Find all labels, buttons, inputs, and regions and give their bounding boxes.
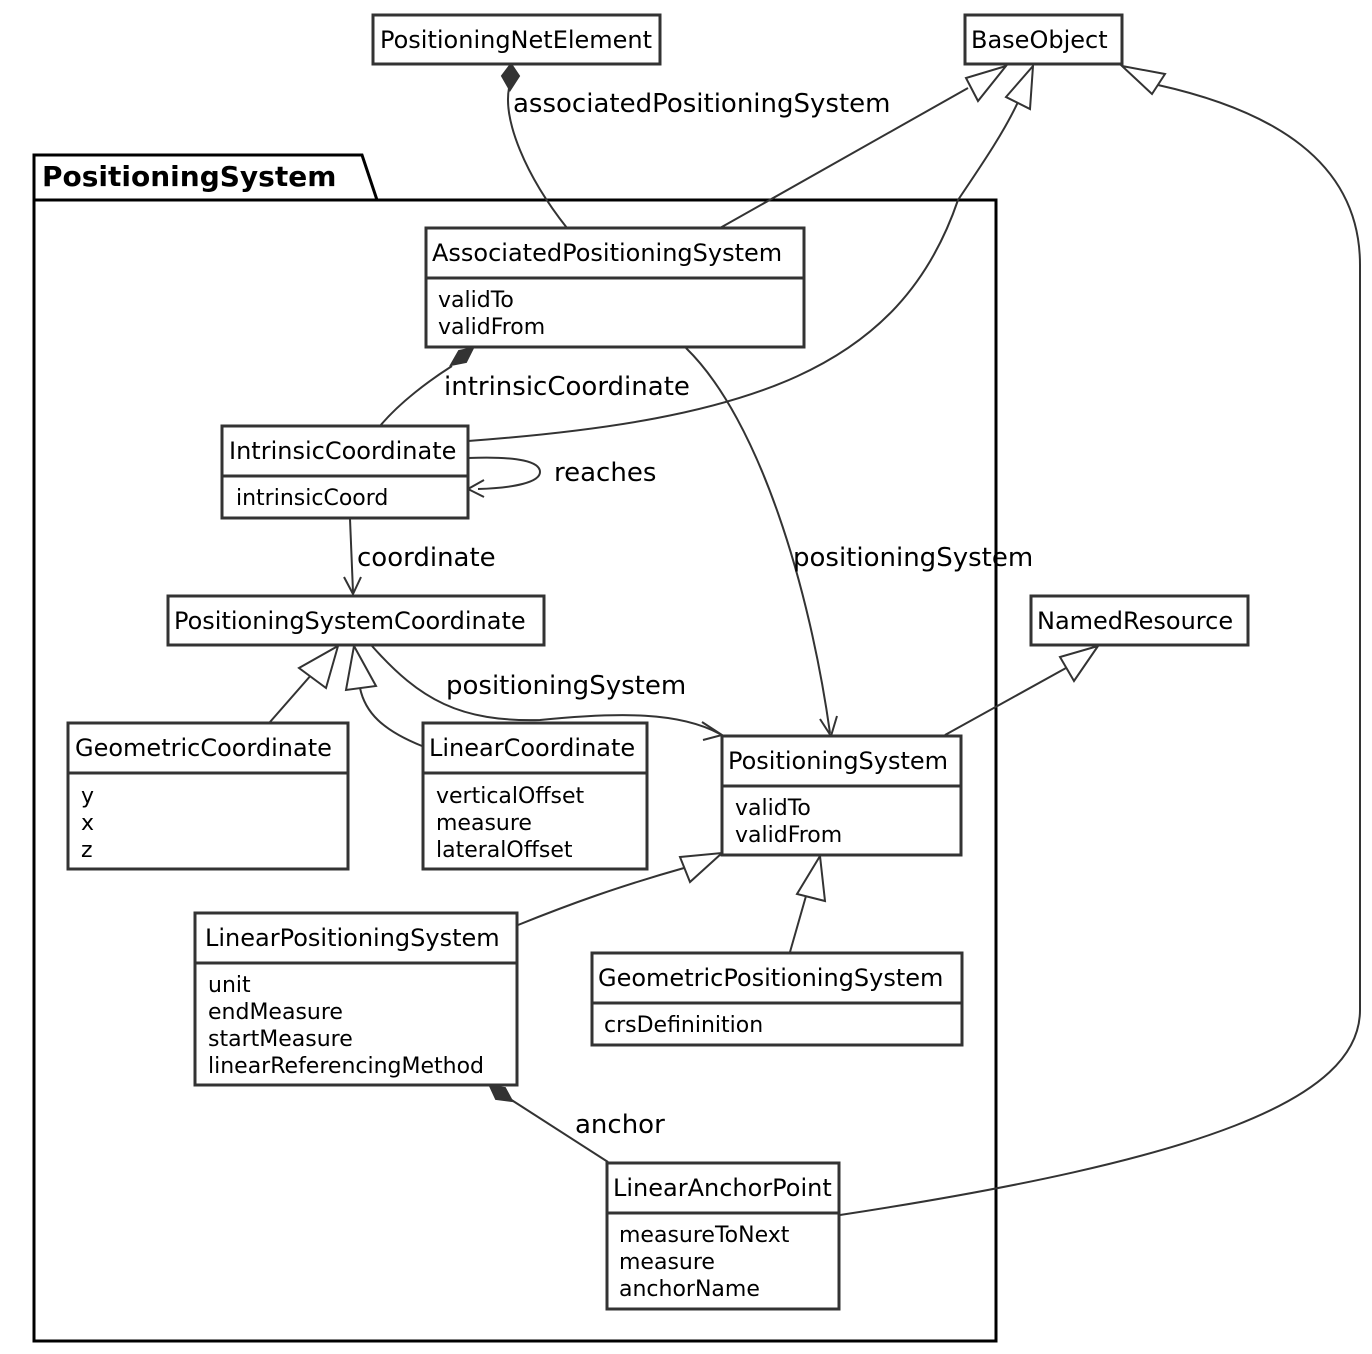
self-association-reaches — [467, 456, 542, 490]
class-named-resource[interactable]: NamedResource — [1029, 594, 1250, 647]
generalization-edge-linear-coordinate — [359, 687, 423, 747]
class-associated-positioning-system[interactable]: AssociatedPositioningSystem validTo vali… — [424, 226, 806, 349]
composition-edge-anchor — [509, 1098, 609, 1163]
composition-diamond — [449, 346, 475, 367]
generalization-arrowhead — [1058, 644, 1101, 683]
composition-diamond — [488, 1084, 514, 1103]
composition-diamond — [500, 62, 521, 92]
arrowhead-open — [343, 576, 362, 597]
generalization-edge-geometric-coordinate — [269, 673, 313, 723]
class-attribute: verticalOffset — [436, 784, 584, 809]
class-attribute: y — [81, 784, 94, 809]
class-name: PositioningSystemCoordinate — [174, 607, 526, 635]
class-name: LinearPositioningSystem — [205, 924, 500, 952]
class-name: PositioningSystem — [728, 747, 948, 775]
generalization-edge-ps-namedresource — [944, 667, 1067, 736]
generalization-edge-aps-baseobject — [719, 87, 969, 229]
class-name: BaseObject — [971, 26, 1108, 54]
class-name: PositioningNetElement — [380, 26, 652, 54]
class-name: AssociatedPositioningSystem — [432, 239, 782, 267]
edges — [269, 62, 1361, 1216]
generalization-edge-intrinsic-baseobject — [467, 101, 1019, 442]
class-positioning-system-coordinate[interactable]: PositioningSystemCoordinate — [166, 594, 546, 647]
class-attribute: measureToNext — [619, 1223, 790, 1248]
class-attribute: crsDefininition — [604, 1013, 763, 1038]
composition-edge-intrinsic-coordinate — [379, 365, 453, 427]
class-intrinsic-coordinate[interactable]: IntrinsicCoordinate intrinsicCoord — [220, 424, 470, 520]
class-linear-coordinate[interactable]: LinearCoordinate verticalOffset measure … — [421, 721, 649, 871]
class-base-object[interactable]: BaseObject — [963, 13, 1124, 66]
class-name: LinearAnchorPoint — [613, 1174, 832, 1202]
class-attribute: validTo — [438, 288, 514, 313]
class-attribute: anchorName — [619, 1277, 760, 1302]
class-linear-anchor-point[interactable]: LinearAnchorPoint measureToNext measure … — [605, 1161, 841, 1311]
edge-label-intrinsic-coordinate: intrinsicCoordinate — [444, 372, 690, 402]
class-attribute: startMeasure — [208, 1027, 353, 1052]
class-linear-positioning-system[interactable]: LinearPositioningSystem unit endMeasure … — [193, 911, 519, 1087]
generalization-arrowhead — [1118, 64, 1167, 96]
class-positioning-net-element[interactable]: PositioningNetElement — [371, 13, 662, 66]
class-name: NamedResource — [1037, 607, 1233, 635]
edge-labels: associatedPositioningSystem intrinsicCoo… — [357, 89, 1033, 1140]
class-attribute: intrinsicCoord — [236, 486, 388, 511]
class-attribute: unit — [208, 973, 251, 998]
edge-label-anchor: anchor — [575, 1110, 665, 1140]
class-geometric-coordinate[interactable]: GeometricCoordinate y x z — [66, 721, 350, 871]
edge-label-coordinate: coordinate — [357, 543, 496, 573]
association-edge-positioning-system — [685, 347, 831, 734]
class-attribute: validTo — [735, 796, 811, 821]
class-name: LinearCoordinate — [429, 734, 635, 762]
generalization-edge-anchor-baseobject — [839, 84, 1361, 1216]
class-attribute: linearReferencingMethod — [208, 1054, 484, 1079]
generalization-edge-lps-ps — [517, 867, 685, 926]
class-geometric-positioning-system[interactable]: GeometricPositioningSystem crsDefininiti… — [590, 951, 964, 1047]
generalization-arrowhead — [795, 852, 827, 903]
generalization-arrowhead — [297, 643, 340, 690]
generalization-arrowhead — [344, 643, 378, 692]
composition-edge-associated-positioning-system — [507, 87, 568, 229]
class-attribute: validFrom — [438, 315, 545, 340]
class-attribute: measure — [619, 1250, 715, 1275]
edge-label-positioning-system-coordinate: positioningSystem — [446, 671, 686, 701]
class-name: GeometricCoordinate — [75, 734, 332, 762]
generalization-arrowhead — [678, 851, 725, 884]
generalization-edge-gps-ps — [789, 895, 807, 953]
generalization-arrowhead — [964, 64, 1009, 103]
association-edge-coordinate — [349, 518, 354, 593]
class-name: IntrinsicCoordinate — [229, 437, 456, 465]
class-attribute: endMeasure — [208, 1000, 343, 1025]
class-name: GeometricPositioningSystem — [598, 964, 943, 992]
edge-label-positioning-system: positioningSystem — [793, 543, 1033, 573]
package-frame: PositioningSystem — [32, 153, 998, 1343]
generalization-arrowhead — [1004, 63, 1035, 111]
class-attribute: z — [81, 838, 93, 863]
association-edge-psc-positioning-system — [371, 645, 721, 735]
edge-label-reaches: reaches — [554, 458, 656, 488]
class-positioning-system[interactable]: PositioningSystem validTo validFrom — [720, 734, 963, 857]
class-attribute: x — [81, 811, 94, 836]
class-attribute: lateralOffset — [436, 838, 573, 863]
class-attribute: measure — [436, 811, 532, 836]
package-title: PositioningSystem — [42, 160, 336, 193]
edge-label-associated-positioning-system: associatedPositioningSystem — [513, 89, 890, 119]
class-attribute: validFrom — [735, 823, 842, 848]
